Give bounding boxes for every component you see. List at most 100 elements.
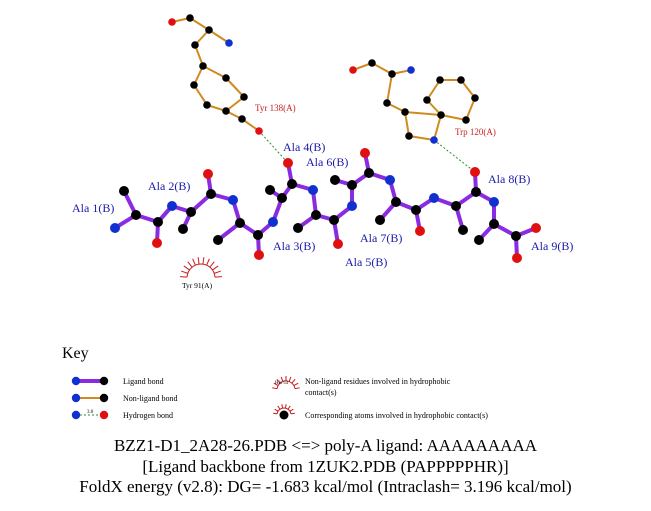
oxygen-atom xyxy=(255,127,263,135)
carbon-atom xyxy=(311,210,321,220)
oxygen-atom xyxy=(531,223,541,233)
nonligand-bond xyxy=(225,96,245,112)
nitrogen-atom xyxy=(167,201,177,211)
oxygen-atom xyxy=(512,253,522,263)
carbon-atom xyxy=(277,193,287,203)
hydrophobic-spoke xyxy=(183,265,190,271)
carbon-atom xyxy=(205,26,213,34)
key-hydrophobic-atom xyxy=(273,404,295,415)
oxygen-atom xyxy=(349,66,357,74)
oxygen-atom xyxy=(415,226,425,236)
carbon-atom xyxy=(489,219,499,229)
nonligand-bond xyxy=(371,62,393,75)
nonligand-bond xyxy=(426,79,441,101)
hydrophobic-arc xyxy=(276,380,296,389)
hydrophobic-spoke xyxy=(206,258,210,266)
carbon-atom xyxy=(186,14,194,22)
carbon-atom xyxy=(265,185,275,195)
label-ala4: Ala 4(B) xyxy=(283,140,325,154)
label-ala9: Ala 9(B) xyxy=(531,239,573,253)
hydrophobic-arc xyxy=(186,263,216,278)
key-hydrophobic-atom-dot xyxy=(279,410,289,420)
key-ligand-atom-n xyxy=(71,376,81,386)
carbon-atom xyxy=(253,230,263,240)
carbon-atom xyxy=(401,108,409,116)
carbon-atom xyxy=(471,94,479,102)
ligplot-diagram: Ala 1(B) Ala 2(B) Ala 3(B) Ala 4(B) Ala … xyxy=(62,14,573,420)
carbon-atom xyxy=(474,235,484,245)
carbon-atom xyxy=(347,180,357,190)
hydrophobic-spoke xyxy=(291,379,296,384)
hydrophobic-spoke xyxy=(287,405,291,410)
oxygen-atom xyxy=(152,238,162,248)
carbon-atom xyxy=(191,41,199,49)
carbon-atom xyxy=(405,132,413,140)
nitrogen-atom xyxy=(225,39,233,47)
carbon-atom xyxy=(222,107,230,115)
key-hbond-atom-n xyxy=(71,410,81,420)
hydrophobic-spoke xyxy=(284,404,287,409)
oxygen-atom xyxy=(333,239,343,249)
nitrogen-atom xyxy=(347,201,357,211)
caption-line-3: FoldX energy (v2.8): DG= -1.683 kcal/mol… xyxy=(79,477,572,496)
key-his-label: His 53 xyxy=(275,381,289,386)
hydrophobic-arc xyxy=(276,407,292,415)
carbon-atom xyxy=(238,115,246,123)
carbon-atom xyxy=(511,231,521,241)
nonligand-bond xyxy=(404,111,410,137)
oxygen-atom xyxy=(470,167,480,177)
key-legend: Key Ligand bond Non-ligand bond 3.0 Hydr… xyxy=(62,345,488,420)
nonligand-bond xyxy=(433,114,442,141)
carbon-atom xyxy=(364,168,374,178)
carbon-atom xyxy=(388,70,396,78)
nitrogen-atom xyxy=(429,193,439,203)
hydrophobic-spoke xyxy=(273,412,278,415)
key-ligand-bond-text: Ligand bond xyxy=(123,377,164,386)
caption-line-1: BZZ1-D1_2A28-26.PDB <=> poly-A ligand: A… xyxy=(113,436,538,455)
label-ala7: Ala 7(B) xyxy=(360,231,402,245)
hydrophobic-spoke xyxy=(277,405,281,410)
carbon-atom xyxy=(178,224,188,234)
key-ligand-atom-c xyxy=(99,376,109,386)
nitrogen-atom xyxy=(430,136,438,144)
oxygen-atom xyxy=(283,158,293,168)
hydrophobic-spoke xyxy=(197,257,200,265)
key-hydrophobic-residue-text-2: contact(s) xyxy=(305,388,337,397)
carbon-atom xyxy=(457,76,465,84)
carbon-atom xyxy=(330,175,340,185)
oxygen-atom xyxy=(360,148,370,158)
hydrophobic-spoke xyxy=(274,408,279,412)
nonligand-bond xyxy=(440,114,467,121)
carbon-atom xyxy=(222,74,230,82)
hydrogen-bond xyxy=(433,139,476,173)
label-ala5: Ala 5(B) xyxy=(345,255,387,269)
hydrogen-bond xyxy=(258,130,289,164)
key-nonligand-atom-n xyxy=(71,393,81,403)
carbon-atom xyxy=(471,187,481,197)
oxygen-atom xyxy=(254,250,264,260)
key-nonligand-bond-text: Non-ligand bond xyxy=(123,394,177,403)
carbon-atom xyxy=(119,186,129,196)
hydrophobic-spoke xyxy=(181,270,188,274)
hydrophobic-spoke xyxy=(289,408,294,412)
hydrophobic-spoke xyxy=(187,261,193,268)
caption-line-2: [Ligand backbone from 1ZUK2.PDB (PAPPPPP… xyxy=(142,457,509,476)
carbon-atom xyxy=(199,62,207,70)
carbon-atom xyxy=(462,116,470,124)
nonligand-bond xyxy=(386,73,393,104)
carbon-atom xyxy=(153,217,163,227)
nonligand-bond xyxy=(225,77,245,98)
label-ala1: Ala 1(B) xyxy=(72,201,114,215)
hydrophobic-spoke xyxy=(209,261,215,268)
nitrogen-atom xyxy=(489,197,499,207)
carbon-atom xyxy=(293,223,303,233)
key-hydrophobic-atoms-text: Corresponding atoms involved in hydropho… xyxy=(305,411,488,420)
key-hydrophobic-residue-text: Non-ligand residues involved in hydropho… xyxy=(305,377,451,386)
label-trp120: Trp 120(A) xyxy=(455,127,496,137)
nonligand-bond xyxy=(208,29,230,44)
key-hbond-length: 3.0 xyxy=(87,410,94,415)
nitrogen-atom xyxy=(385,175,395,185)
carbon-atom xyxy=(213,235,223,245)
nitrogen-atom xyxy=(308,185,318,195)
carbon-atom xyxy=(206,189,216,199)
